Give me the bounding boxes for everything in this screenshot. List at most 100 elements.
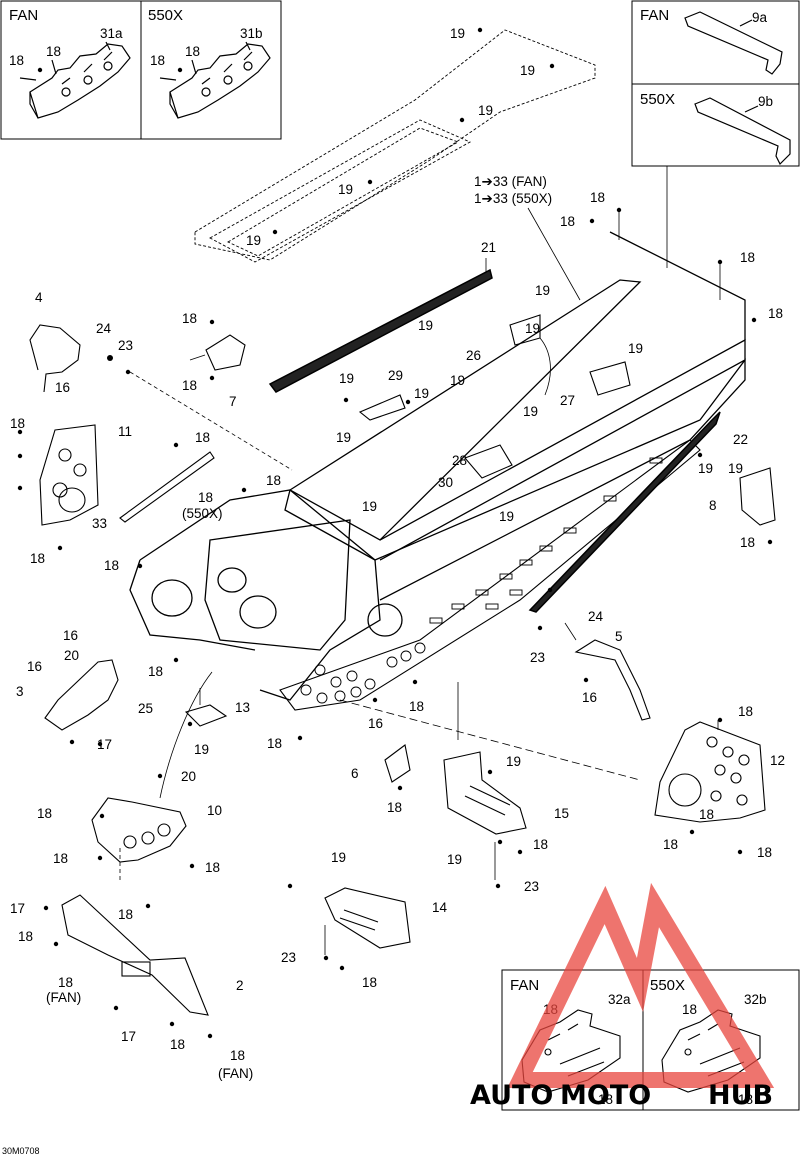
callout-18: 18 [768,306,783,321]
callout-19: 19 [447,852,462,867]
fasteners [17,27,773,1039]
callout-8: 8 [709,498,717,513]
callout-19: 19 [414,386,429,401]
callout-19: 19 [506,754,521,769]
callout-18: 18 [118,907,133,922]
callout-9a: 9a [752,10,768,25]
callout-18: 18 [148,664,163,679]
callout-18: 18 [185,44,200,59]
callout-18: 18 [58,975,73,990]
callout-19: 19 [418,318,433,333]
callout-18: 18 [170,1037,185,1052]
drawing-id: 30M0708 [2,1146,40,1156]
callout-19: 19 [525,321,540,336]
callout-20: 20 [181,769,196,784]
callout-4: 4 [35,290,43,305]
callout-19: 19 [450,26,465,41]
callout-18: 18 [9,53,24,68]
callout-18: 18 [198,490,213,505]
callout-18: 18 [104,558,119,573]
callout-550x-note: (550X) [182,506,223,521]
chassis-holes [300,457,663,704]
callout-31a: 31a [100,26,123,41]
callout-18: 18 [46,44,61,59]
callout-18: 18 [182,311,197,326]
callout-18: 18 [738,1092,753,1107]
callout-18: 18 [560,214,575,229]
callout-22: 22 [733,432,748,447]
callout-18: 18 [362,975,377,990]
inset-550x-title: 550X [640,91,675,108]
callout-24: 24 [96,321,112,336]
watermark-text-auto: AUTO [470,1080,553,1111]
slide-rail-21 [268,268,493,393]
callout-1-33-550x: 1➔33 (550X) [474,191,552,206]
plate-9b-drawing [694,97,791,166]
callout-23: 23 [530,650,545,665]
callout-16: 16 [582,690,597,705]
callout-32b: 32b [744,992,767,1007]
callout-18: 18 [267,736,282,751]
bracket-32a-drawing [521,1009,621,1093]
callout-19: 19 [450,373,465,388]
callout-18: 18 [738,704,753,719]
callout-24: 24 [588,609,604,624]
part-outlines [29,314,776,1016]
bracket-31a-drawing [19,41,131,119]
callout-18: 18 [18,929,33,944]
callout-31b: 31b [240,26,263,41]
callout-19: 19 [535,283,550,298]
tunnel-cover-dashed [194,29,596,263]
callout-18: 18 [598,1092,613,1107]
callout-19: 19 [523,404,538,419]
callout-18: 18 [757,845,772,860]
inset-550x-title: 550X [650,977,685,994]
callout-14: 14 [432,900,448,915]
callout-17: 17 [10,901,25,916]
inset-box-brackets-top-left: FAN 550X 31a 18 18 31b 18 18 [0,0,282,140]
callout-19: 19 [362,499,377,514]
leader-lines [119,166,721,955]
inset-fan-title: FAN [9,7,38,24]
callout-1-33-fan: 1➔33 (FAN) [474,174,547,189]
callout-18: 18 [740,535,755,550]
callout-5: 5 [615,629,623,644]
callout-11: 11 [118,424,132,439]
inset-550x-title: 550X [148,7,183,24]
callout-9b: 9b [758,94,773,109]
callout-23: 23 [281,950,296,965]
callout-30: 30 [438,475,453,490]
bracket-31b-drawing [159,41,271,119]
callout-13: 13 [235,700,250,715]
callout-18: 18 [53,851,68,866]
inset-fan-title: FAN [510,977,539,994]
callout-2: 2 [236,978,244,993]
callout-18: 18 [699,807,714,822]
callout-26: 26 [466,348,481,363]
callout-labels: 19 19 19 19 19 19 1➔33 (FAN) 1➔33 (550X)… [10,26,785,1081]
callout-18: 18 [682,1002,697,1017]
callout-15: 15 [554,806,569,821]
inset-fan-title: FAN [640,7,669,24]
callout-19: 19 [478,103,493,118]
callout-19: 19 [628,341,643,356]
callout-18: 18 [30,551,45,566]
callout-18: 18 [409,699,424,714]
callout-fan-note: (FAN) [218,1066,253,1081]
callout-23: 23 [524,879,539,894]
callout-18: 18 [740,250,755,265]
callout-16: 16 [27,659,42,674]
callout-21: 21 [481,240,496,255]
callout-6: 6 [351,766,359,781]
callout-19: 19 [728,461,743,476]
callout-23: 23 [118,338,133,353]
slide-rail-22 [528,411,721,613]
inset-box-brackets-top-right: FAN 550X 9a 9b [631,0,800,167]
callout-19: 19 [246,233,261,248]
watermark-text-hub: HUB [708,1080,773,1111]
bracket-32b-drawing [661,1009,761,1093]
callout-18: 18 [205,860,220,875]
watermark-text-moto: MOTO [560,1080,651,1111]
callout-18: 18 [590,190,605,205]
